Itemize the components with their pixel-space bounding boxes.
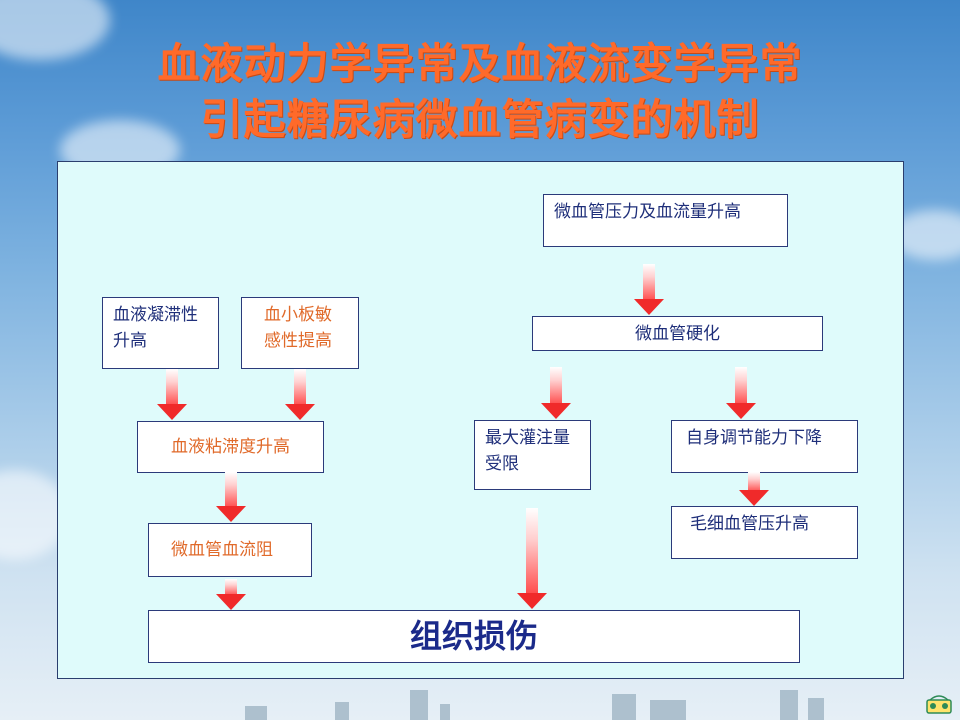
box-blood-stasis: 血液凝滞性升高: [102, 297, 219, 369]
box-blood-viscosity: 血液粘滞度升高: [137, 421, 324, 473]
box-capillary-pressure: 毛细血管压升高: [671, 506, 858, 559]
background-skyline: [0, 690, 960, 720]
arrow-viscosity-to-resistance: [216, 472, 246, 522]
box-self-regulation: 自身调节能力下降: [671, 420, 858, 473]
box-microvessel-hardening: 微血管硬化: [532, 316, 823, 351]
arrow-platelet-to-viscosity: [285, 369, 315, 420]
box-max-perfusion: 最大灌注量受限: [474, 420, 591, 490]
arrow-pressure-to-hardening: [634, 264, 664, 315]
arrow-stasis-to-viscosity: [157, 369, 187, 420]
corner-logo-icon: [926, 695, 952, 714]
box-tissue-damage: 组织损伤: [148, 610, 800, 663]
box-pressure-flow: 微血管压力及血流量升高: [543, 194, 788, 247]
arrow-hardening-to-regulation: [726, 367, 756, 419]
arrow-perfusion-to-damage: [517, 508, 547, 609]
arrow-resistance-to-damage: [216, 579, 246, 610]
page-title-line-1: 血液动力学异常及血液流变学异常: [157, 39, 803, 88]
box-microvessel-resistance: 微血管血流阻: [148, 523, 312, 577]
box-platelet-sensitivity: 血小板敏感性提高: [241, 297, 359, 369]
arrow-hardening-to-perfusion: [541, 367, 571, 419]
page-title-line-2: 引起糖尿病微血管病变的机制: [200, 95, 760, 144]
arrow-regulation-to-capillary: [739, 472, 769, 506]
